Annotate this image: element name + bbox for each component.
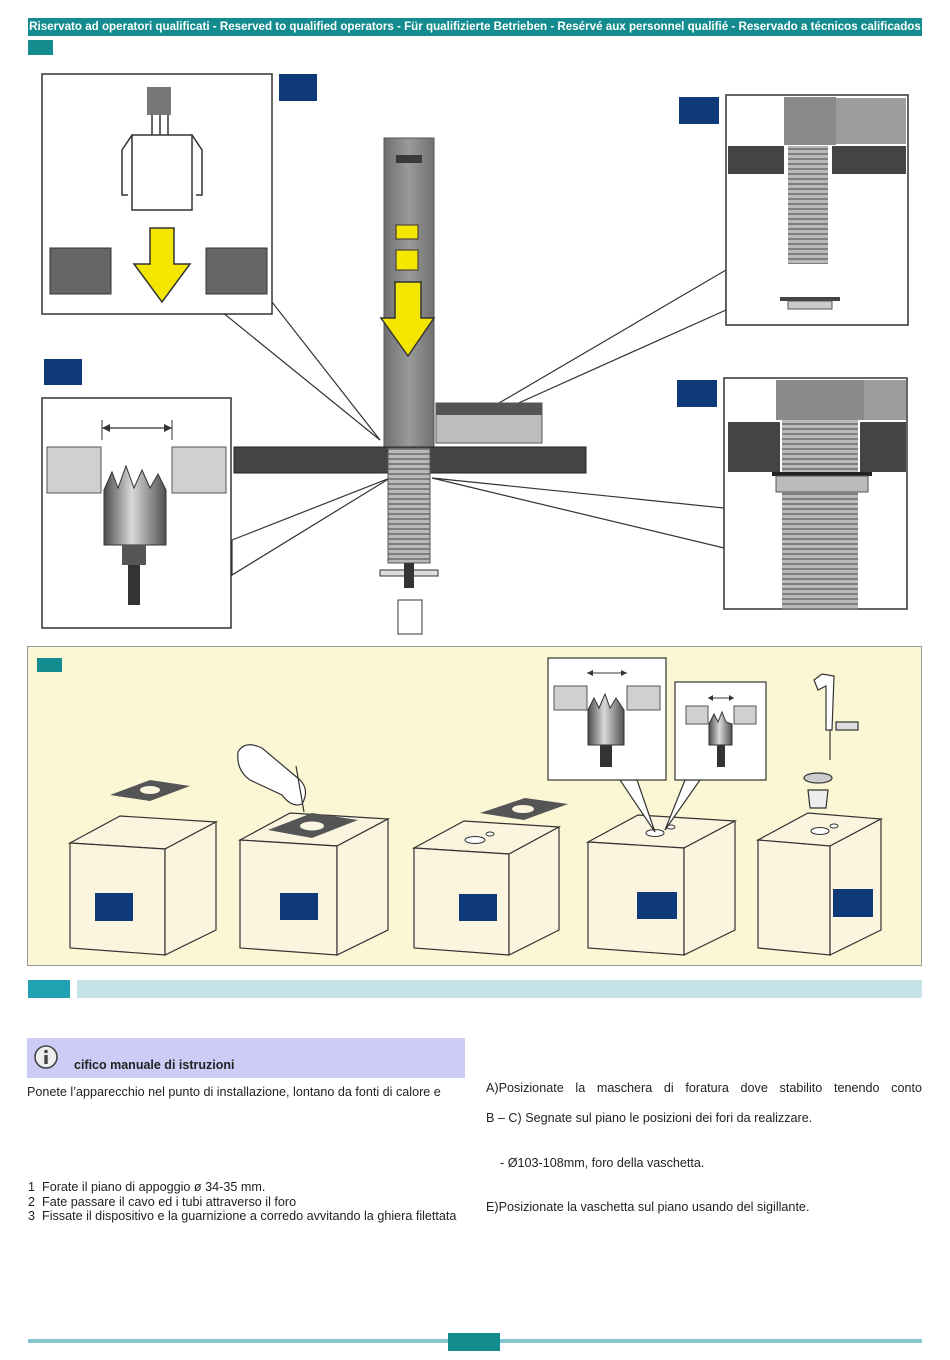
step-item: 3 Fissate il dispositivo e la guarnizion… [28,1209,465,1224]
step-label-b [280,893,318,920]
step-text: Fissate il dispositivo e la guarnizione … [42,1209,457,1223]
detail-hole-saw [41,397,232,629]
step-text: Forate il piano di appoggio ø 34-35 mm. [42,1180,266,1194]
step-label-e [833,889,873,917]
instruction-bc: B – C) Segnate sul piano le posizioni de… [486,1111,813,1125]
header-bar: Riservato ad operatori qualificati - Res… [28,18,922,36]
installation-diagram [41,73,909,635]
step-text: Fate passare il cavo ed i tubi attravers… [42,1194,297,1209]
step-label-d [637,892,677,919]
info-title: cifico manuale di istruzioni [74,1058,235,1072]
page-number-tab [448,1333,500,1351]
hand-with-pen [237,744,307,813]
step-item: 1 Forate il piano di appoggio ø 34-35 mm… [28,1180,465,1195]
callout-lines [220,268,727,577]
section-bar [77,980,922,998]
step-label-c [459,894,497,921]
figure-tab [28,40,53,55]
step-number: 2 [28,1194,36,1209]
yellow-down-arrow [379,281,436,358]
faucet [803,673,859,809]
step-item: 2 Fate passare il cavo ed i tubi attrave… [28,1195,465,1210]
section-tab [28,980,70,998]
steps-list: 1 Forate il piano di appoggio ø 34-35 mm… [28,1180,465,1224]
step-number: 3 [28,1209,36,1223]
info-box: cifico manuale di istruzioni [27,1038,465,1078]
intro-text: Ponete l’apparecchio nel punto di instal… [27,1085,441,1099]
header-text: Riservato ad operatori qualificati - Res… [29,20,921,33]
instruction-e: E)Posizionate la vaschetta sul piano usa… [486,1200,810,1214]
instruction-a: A)Posizionate la maschera di foratura do… [486,1081,922,1095]
step-label-a [95,893,133,921]
steps-illustration [67,657,884,956]
detail-thread-bottom [723,377,908,610]
detail-thread-top [725,94,909,326]
step-number: 1 [28,1180,36,1194]
instruction-d: - Ø103-108mm, foro della vaschetta. [500,1156,705,1170]
device-column [233,137,587,635]
info-icon [34,1045,58,1069]
panel-tab [37,658,62,672]
detail-connector [41,73,273,315]
